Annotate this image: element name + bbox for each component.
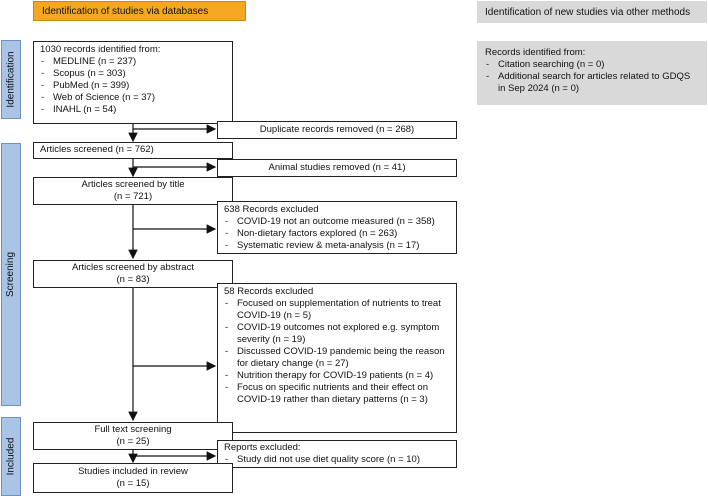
- exclusion-item: Focused on supplementation of nutrients …: [224, 298, 450, 322]
- screened-by-title-line1: Articles screened by title: [81, 179, 185, 190]
- exclusion-item: Nutrition therapy for COVID-19 patients …: [224, 370, 450, 382]
- exclusion-item: COVID-19 outcomes not explored e.g. symp…: [224, 322, 450, 346]
- articles-screened-box: Articles screened (n = 762): [33, 142, 233, 159]
- articles-screened-label: Articles screened (n = 762): [40, 144, 154, 155]
- records-identified-title: 1030 records identified from:: [40, 44, 161, 55]
- records-identified-list: MEDLINE (n = 237) Scopus (n = 303) PubMe…: [40, 56, 226, 116]
- other-records-title: Records identified from:: [485, 47, 586, 58]
- animal-removed-label: Animal studies removed (n = 41): [268, 162, 406, 173]
- source-item: INAHL (n = 54): [40, 104, 226, 116]
- screened-by-title-line2: (n = 721): [113, 191, 153, 202]
- other-record-item: Additional search for articles related t…: [485, 71, 699, 95]
- duplicates-box: Duplicate records removed (n = 268): [217, 121, 457, 139]
- exclusion-item: Systematic review & meta-analysis (n = 1…: [224, 240, 450, 252]
- screened-by-abstract-line1: Articles screened by abstract: [72, 262, 194, 273]
- records-identified-box: 1030 records identified from: MEDLINE (n…: [33, 41, 233, 124]
- included-line2: (n = 15): [116, 478, 150, 489]
- other-methods-header: Identification of new studies via other …: [477, 1, 707, 23]
- screened-by-title-box: Articles screened by title (n = 721): [33, 177, 233, 205]
- exclusion-item: Focus on specific nutrients and their ef…: [224, 382, 450, 406]
- included-line1: Studies included in review: [78, 466, 188, 477]
- exclusion-item: COVID-19 not an outcome measured (n = 35…: [224, 216, 450, 228]
- databases-header: Identification of studies via databases: [33, 1, 246, 21]
- excluded-638-box: 638 Records excluded COVID-19 not an out…: [217, 201, 457, 254]
- exclusion-item: Non-dietary factors explored (n = 263): [224, 228, 450, 240]
- source-item: Web of Science (n = 37): [40, 92, 226, 104]
- duplicates-label: Duplicate records removed (n = 268): [259, 124, 415, 135]
- other-records-list: Citation searching (n = 0) Additional se…: [485, 59, 699, 95]
- other-records-box: Records identified from: Citation search…: [477, 41, 707, 105]
- other-methods-header-label: Identification of new studies via other …: [485, 6, 691, 18]
- stage-screening: Screening: [1, 143, 21, 406]
- reports-excluded-title: Reports excluded:: [224, 442, 301, 453]
- screened-by-abstract-line2: (n = 83): [116, 274, 150, 285]
- source-item: PubMed (n = 399): [40, 80, 226, 92]
- excluded-58-title: 58 Records excluded: [224, 286, 314, 297]
- exclusion-item: Study did not use diet quality score (n …: [224, 454, 450, 466]
- included-box: Studies included in review (n = 15): [33, 463, 233, 493]
- excluded-58-box: 58 Records excluded Focused on supplemen…: [217, 283, 457, 433]
- stage-identification: Identification: [1, 40, 21, 119]
- other-record-item: Citation searching (n = 0): [485, 59, 699, 71]
- source-item: Scopus (n = 303): [40, 68, 226, 80]
- excluded-58-list: Focused on supplementation of nutrients …: [224, 298, 450, 406]
- reports-excluded-box: Reports excluded: Study did not use diet…: [217, 440, 457, 468]
- reports-excluded-list: Study did not use diet quality score (n …: [224, 454, 450, 466]
- databases-header-label: Identification of studies via databases: [42, 5, 209, 17]
- screened-by-abstract-box: Articles screened by abstract (n = 83): [33, 260, 233, 288]
- source-item: MEDLINE (n = 237): [40, 56, 226, 68]
- animal-removed-box: Animal studies removed (n = 41): [217, 159, 457, 177]
- full-text-line1: Full text screening: [94, 424, 172, 435]
- exclusion-item: Discussed COVID-19 pandemic being the re…: [224, 346, 450, 370]
- full-text-line2: (n = 25): [116, 436, 150, 447]
- full-text-box: Full text screening (n = 25): [33, 422, 233, 450]
- excluded-638-list: COVID-19 not an outcome measured (n = 35…: [224, 216, 450, 252]
- excluded-638-title: 638 Records excluded: [224, 204, 319, 215]
